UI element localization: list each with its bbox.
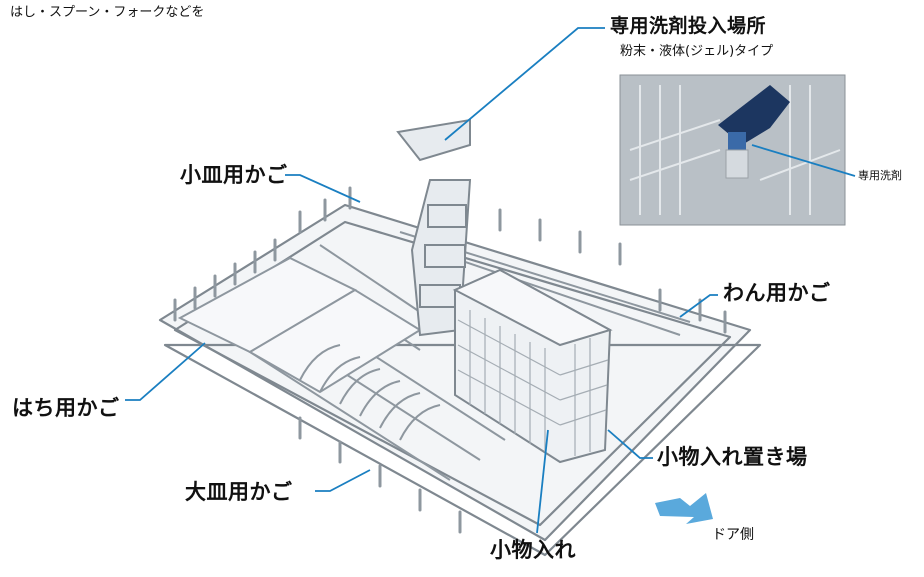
top-caption: はし・スプーン・フォークなどを bbox=[10, 5, 205, 20]
label-small-plate-basket: 小皿用かご bbox=[180, 163, 288, 187]
door-side-arrow-icon bbox=[655, 493, 713, 524]
detergent-inlet-title: 専用洗剤投入場所 bbox=[610, 15, 767, 37]
label-door-side: ドア側 bbox=[712, 527, 754, 543]
utensil-holder-grid bbox=[457, 310, 609, 456]
plate-slots bbox=[299, 344, 441, 441]
inner-tray bbox=[177, 256, 422, 394]
rack-tines bbox=[173, 186, 727, 534]
inset-detergent-label: 専用洗剤 bbox=[858, 169, 902, 182]
label-large-plate-basket: 大皿用かご bbox=[185, 480, 293, 504]
label-bowl-basket: わん用かご bbox=[723, 281, 831, 305]
utensil-holder-shape bbox=[452, 268, 613, 464]
detergent-inlet-subtitle: 粉末・液体(ジェル)タイプ bbox=[620, 44, 774, 59]
callout-lines bbox=[125, 27, 856, 534]
label-deep-dish-basket: はち用かご bbox=[12, 396, 120, 420]
label-utensil-holder-place: 小物入れ置き場 bbox=[657, 445, 808, 469]
detergent-inset-photo bbox=[619, 74, 846, 226]
label-utensil-holder: 小物入れ bbox=[490, 538, 576, 562]
